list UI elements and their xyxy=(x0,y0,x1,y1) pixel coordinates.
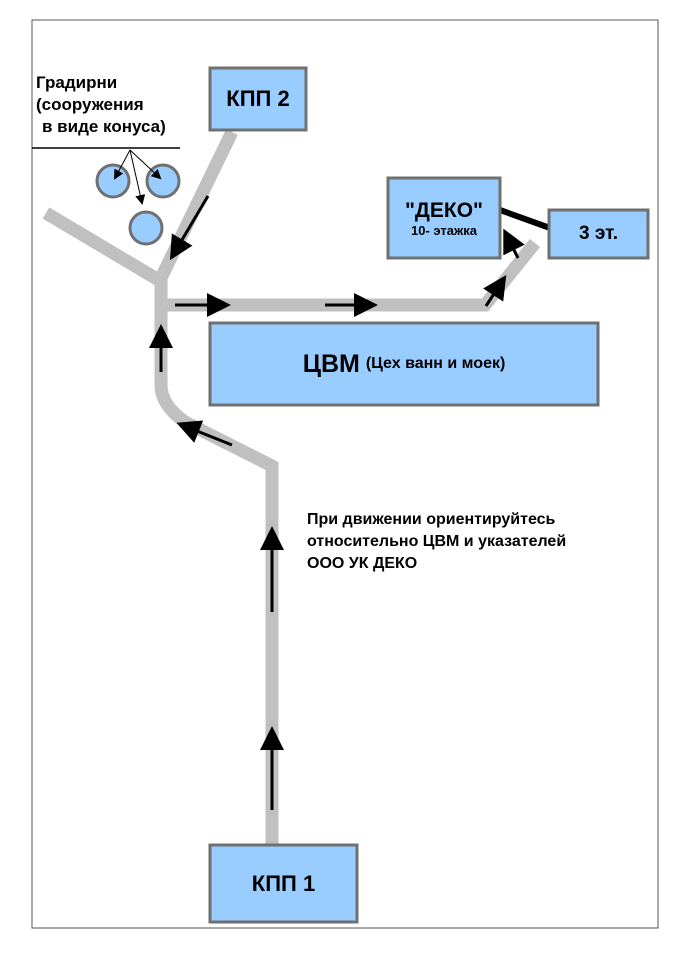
direction-arrows xyxy=(149,195,525,810)
deko-subtitle: 10- этажка xyxy=(411,222,477,238)
cooling-towers-label: Градирни (сооружения в виде конуса) xyxy=(36,73,166,136)
directions-note: При движении ориентируйтесь относительно… xyxy=(307,511,567,572)
cooling-tower xyxy=(128,210,164,246)
cvm-abbr: ЦВМ xyxy=(302,349,360,378)
kpp1-label: КПП 1 xyxy=(251,870,316,896)
kpp2-label: КПП 2 xyxy=(226,86,290,111)
pointer-lines xyxy=(114,149,162,205)
cvm-full: (Цех ванн и моек) xyxy=(365,355,506,372)
cvm-building: ЦВМ (Цех ванн и моек) xyxy=(210,323,598,405)
deko-building: "ДЕКО" 10- этажка xyxy=(388,178,500,258)
cooling-towers xyxy=(95,163,181,246)
floor3-label: 3 эт. xyxy=(578,223,618,244)
buildings xyxy=(208,66,650,924)
cooling-tower xyxy=(95,163,131,199)
deko-title: "ДЕКО" xyxy=(404,198,484,222)
map-frame xyxy=(31,19,659,929)
connector-link xyxy=(498,207,552,231)
road-left-branch xyxy=(42,207,166,288)
